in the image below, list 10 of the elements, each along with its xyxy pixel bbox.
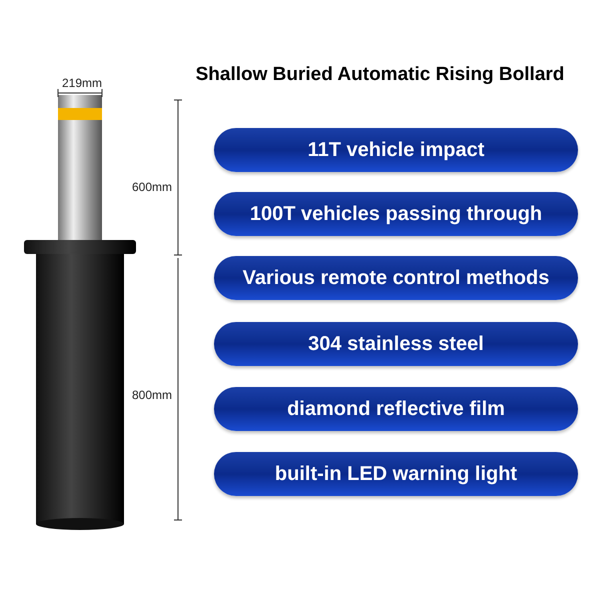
- width-dimension: 219mm: [62, 76, 102, 90]
- feature-banner: 304 stainless steel: [214, 322, 578, 366]
- height-dimension: 600mm: [132, 180, 172, 194]
- feature-banner: 100T vehicles passing through: [214, 192, 578, 236]
- feature-banner: 11T vehicle impact: [214, 128, 578, 172]
- title: Shallow Buried Automatic Rising Bollard: [194, 64, 566, 86]
- feature-banner: built-in LED warning light: [214, 452, 578, 496]
- feature-banner: diamond reflective film: [214, 387, 578, 431]
- feature-banner: Various remote control methods: [214, 256, 578, 300]
- height-dimension: 800mm: [132, 388, 172, 402]
